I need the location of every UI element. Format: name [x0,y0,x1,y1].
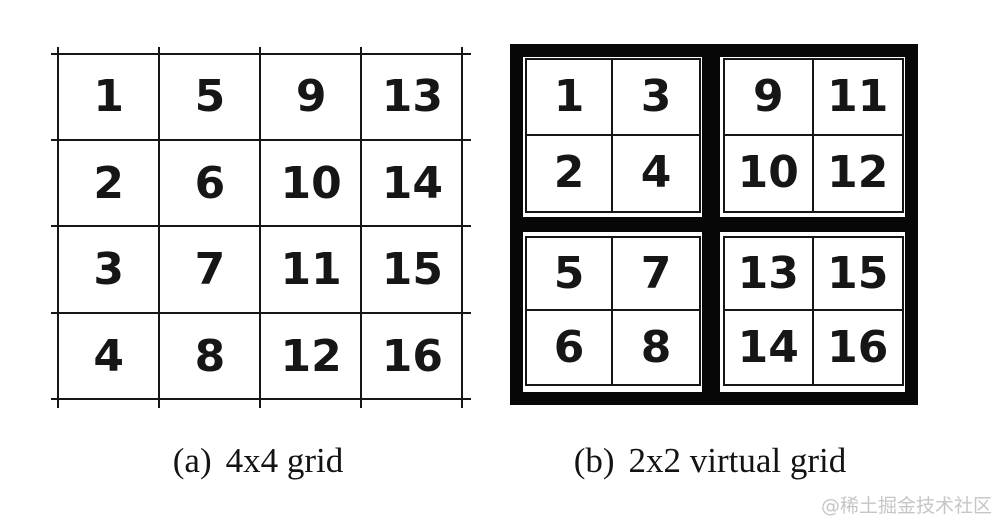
grid-a-line-horizontal [51,398,471,400]
grid-a-line-horizontal [51,139,471,141]
grid-a-line-vertical [360,47,362,408]
quadrant-top-right: 9 11 10 12 [723,58,904,213]
grid-a-cell: 9 [295,71,327,123]
grid-a-line-horizontal [51,225,471,227]
quadrant-cell: 2 [527,135,613,211]
grid-a-cell: 14 [381,157,443,209]
caption-b-text: 2x2 virtual grid [628,441,847,480]
grid-a-line-vertical [158,47,160,408]
quadrant-cell: 10 [725,135,814,211]
quadrant-bottom-right: 13 15 14 16 [723,236,904,386]
grid-a-line-vertical [461,47,463,408]
quadrant-cell: 9 [725,60,814,136]
grid-a-cell: 4 [93,330,124,382]
grid-a-line-horizontal [51,53,471,55]
quadrant-cell: 7 [613,238,699,311]
grid-a-cell: 5 [194,71,226,123]
caption-figure-a: (a) 4x4 grid [38,441,478,481]
quadrant-cell: 11 [813,60,902,136]
quadrant-cell: 14 [725,311,814,384]
watermark: @稀土掘金技术社区 [820,495,992,517]
grid-a-cell: 15 [381,244,443,296]
quadrant-cell: 13 [725,238,814,311]
caption-b-index: (b) [573,441,615,480]
grid-a-cell: 3 [93,244,124,296]
grid-a-line-vertical [57,47,59,408]
grid-a-cell: 7 [194,244,226,296]
grid-a-cells: 1 5 9 13 2 6 10 14 3 7 11 15 4 8 12 16 [58,54,463,400]
grid-a-cell: 13 [381,71,443,123]
grid-a-line-vertical [259,47,261,408]
grid-a-cell: 2 [93,157,124,209]
quadrant-cell: 12 [827,147,889,199]
grid-a-cell: 12 [280,330,342,382]
quadrant-cell: 6 [527,311,613,384]
grid-a-cell: 16 [381,330,443,382]
quadrant-cell: 1 [527,60,613,136]
grid-a-line-horizontal [51,312,471,314]
caption-figure-b: (b) 2x2 virtual grid [500,441,920,481]
virtual-grid-cross-horizontal [510,217,918,232]
quadrant-cell: 16 [827,321,889,373]
quadrant-cell: 8 [640,321,672,373]
quadrant-cell: 15 [813,238,902,311]
quadrant-cell: 3 [613,60,699,136]
caption-a-text: 4x4 grid [225,441,344,480]
grid-a-cell: 11 [280,244,342,296]
grid-a-cell: 8 [194,330,226,382]
grid-a-cell: 6 [194,157,226,209]
quadrant-top-left: 1 3 2 4 [525,58,701,213]
caption-a-index: (a) [172,441,212,480]
quadrant-cell: 4 [640,147,672,199]
quadrant-bottom-left: 5 7 6 8 [525,236,701,386]
quadrant-cell: 5 [527,238,613,311]
grid-a-cell: 1 [93,71,124,123]
grid-a-cell: 10 [280,157,342,209]
